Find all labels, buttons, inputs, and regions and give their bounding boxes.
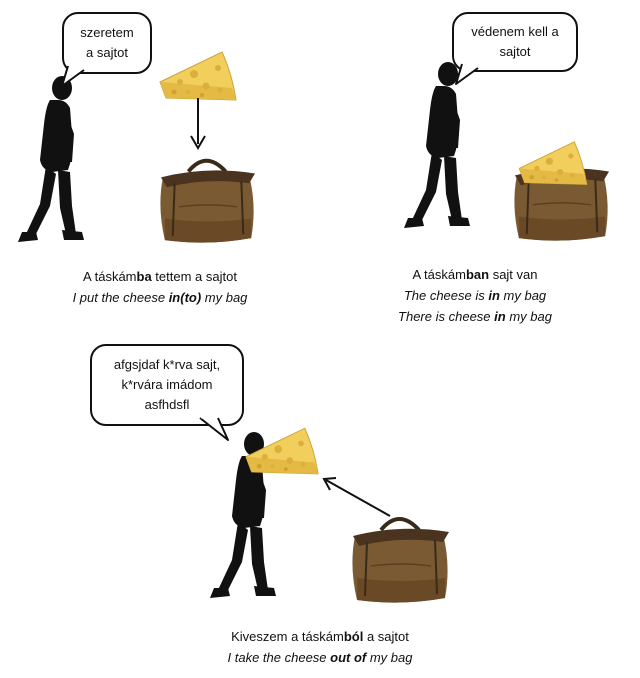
caption-english: I put the cheese in(to) my bag [72,290,248,305]
bubble-line: afgsjdaf k*rva sajt, [113,357,221,372]
panel-put-in: szeretem a sajtot A táskámba tettem a sa… [0,0,330,320]
panel-is-in: védenem kell a sajtot A táskámban sajt v… [330,0,640,330]
caption-english: The cheese is in my bag [403,288,547,303]
caption: A táskámban sajt van The cheese is in my… [310,264,640,327]
cheese-image [159,51,237,101]
bag-image [158,158,258,245]
speech-bubble: védenem kell a sajtot [452,12,578,72]
speech-bubble-tail [61,63,85,87]
bubble-line: a sajtot [86,45,128,60]
caption-english-alt: There is cheese in my bag [398,309,552,324]
cheese-image [518,141,588,185]
bubble-line: k*rvára imádom [121,377,213,392]
speech-bubble-tail [199,415,229,441]
caption-hungarian: Kiveszem a táskámból a sajtot [231,629,409,644]
panel-take-out: afgsjdaf k*rva sajt, k*rvára imádom asfh… [0,330,640,678]
caption: Kiveszem a táskámból a sajtot I take the… [170,626,470,668]
cheese-image [245,427,319,475]
down-arrow [190,98,206,150]
speech-bubble: afgsjdaf k*rva sajt, k*rvára imádom asfh… [90,344,244,426]
man-silhouette [18,76,84,242]
caption: A táskámba tettem a sajtot I put the che… [10,266,310,308]
bag-image [350,517,451,605]
speech-bubble-tail [455,61,479,85]
bubble-line: szeretem [80,25,134,40]
caption-english: I take the cheese out of my bag [227,650,413,665]
bubble-line: védenem kell a [471,24,559,39]
bubble-line: sajtot [499,44,531,59]
caption-hungarian: A táskámba tettem a sajtot [83,269,237,284]
up-left-arrow [322,477,391,517]
caption-hungarian: A táskámban sajt van [412,267,538,282]
bubble-line: asfhdsfl [144,397,190,412]
